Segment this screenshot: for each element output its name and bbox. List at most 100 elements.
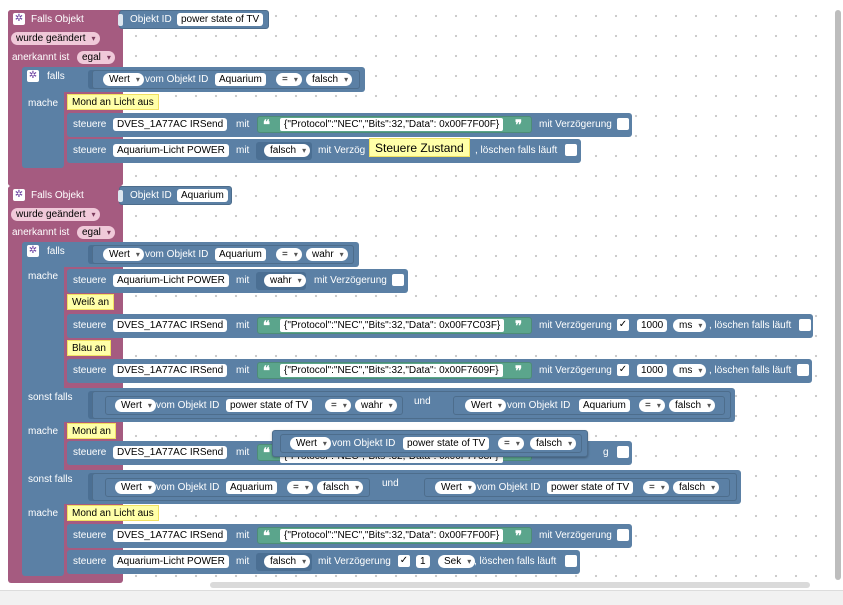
steuere-label: steuere	[73, 320, 107, 331]
value-dropdown[interactable]: falsch	[264, 144, 311, 157]
clear-checkbox[interactable]	[565, 555, 577, 567]
operator-dropdown[interactable]: =	[325, 399, 351, 412]
target-field[interactable]: Aquarium-Licht POWER	[113, 274, 229, 287]
value-dropdown[interactable]: wahr	[264, 274, 306, 287]
object-field[interactable]: power state of TV	[226, 399, 313, 412]
quote-open-icon: ❝	[263, 363, 270, 378]
delay-checkbox[interactable]	[617, 446, 629, 458]
value-dropdown[interactable]: falsch	[530, 437, 577, 450]
und-label: und	[414, 396, 431, 407]
value-dropdown[interactable]: falsch	[673, 481, 720, 494]
text-field[interactable]: {"Protocol":"NEC","Bits":32,"Data": 0x00…	[280, 529, 504, 542]
comment-block[interactable]: Weiß an	[67, 294, 115, 310]
value-dropdown[interactable]: falsch	[264, 555, 311, 568]
trigger-dropdown[interactable]: wurde geändert	[11, 208, 100, 221]
gear-icon[interactable]: ✲	[27, 245, 39, 257]
horizontal-scrollbar[interactable]	[210, 582, 810, 588]
comment-block[interactable]: Blau an	[67, 340, 111, 356]
object-field[interactable]: Aquarium	[579, 399, 630, 412]
delay-field[interactable]: 1000	[637, 319, 668, 332]
delay-checkbox[interactable]	[392, 274, 404, 286]
steuere-label: steuere	[73, 447, 107, 458]
comment-block[interactable]: Mond an Licht aus	[67, 94, 159, 110]
unit-dropdown[interactable]: Sek	[438, 555, 476, 568]
vertical-scrollbar[interactable]	[835, 10, 841, 580]
objekt-id-field[interactable]: power state of TV	[177, 13, 264, 26]
clear-checkbox[interactable]	[797, 364, 809, 376]
loeschen-label: , löschen falls läuft	[709, 320, 792, 331]
target-field[interactable]: Aquarium-Licht POWER	[113, 144, 229, 157]
delay-checkbox[interactable]	[565, 144, 577, 156]
value-dropdown[interactable]: falsch	[306, 73, 353, 86]
text-block[interactable]: ❝ {"Protocol":"NEC","Bits":32,"Data": 0x0…	[257, 362, 532, 379]
unit-dropdown[interactable]: ms	[673, 364, 707, 377]
delay-checkbox[interactable]: ✓	[617, 319, 629, 331]
comment-block[interactable]: Mond an	[67, 423, 116, 439]
steuere-label: steuere	[73, 275, 107, 286]
text-block[interactable]: ❝{"Protocol":"NEC","Bits":32,"Data": 0x0…	[257, 116, 532, 133]
value-dropdown[interactable]: falsch	[669, 399, 716, 412]
wert-dropdown[interactable]: Wert	[103, 248, 144, 261]
object-field[interactable]: Aquarium	[215, 73, 266, 86]
bottom-bar	[0, 590, 843, 605]
delay-checkbox[interactable]: ✓	[398, 555, 410, 567]
delay-checkbox[interactable]	[617, 529, 629, 541]
wert-dropdown[interactable]: Wert	[465, 399, 506, 412]
gear-icon[interactable]: ✲	[13, 13, 25, 25]
falls-label: falls	[47, 71, 65, 82]
value-dropdown[interactable]: falsch	[317, 481, 364, 494]
text-block[interactable]: ❝ {"Protocol":"NEC","Bits":32,"Data": 0x0…	[257, 317, 532, 334]
wert-dropdown[interactable]: Wert	[115, 399, 156, 412]
operator-dropdown[interactable]: =	[287, 481, 313, 494]
mit-label: mit	[236, 145, 250, 156]
value-dropdown[interactable]: wahr	[306, 248, 348, 261]
text-field[interactable]: {"Protocol":"NEC","Bits":32,"Data": 0x00…	[280, 364, 503, 377]
delay-field[interactable]: 1	[416, 555, 430, 568]
gear-icon[interactable]: ✲	[27, 70, 39, 82]
clear-checkbox[interactable]	[799, 319, 811, 331]
falls-label: falls	[47, 246, 65, 257]
operator-dropdown[interactable]: =	[276, 248, 302, 261]
wert-dropdown[interactable]: Wert	[290, 437, 331, 450]
target-field[interactable]: DVES_1A77AC IRSend	[113, 118, 228, 131]
target-field[interactable]: Aquarium-Licht POWER	[113, 555, 229, 568]
unit-dropdown[interactable]: ms	[673, 319, 707, 332]
text-block[interactable]: ❝{"Protocol":"NEC","Bits":32,"Data": 0x0…	[257, 527, 532, 544]
trigger-dropdown[interactable]: wurde geändert	[11, 32, 100, 45]
wert-dropdown[interactable]: Wert	[115, 481, 156, 494]
operator-dropdown[interactable]: =	[276, 73, 302, 86]
object-field[interactable]: Aquarium	[226, 481, 277, 494]
value-dropdown[interactable]: wahr	[355, 399, 397, 412]
text-field[interactable]: {"Protocol":"NEC","Bits":32,"Data": 0x00…	[280, 319, 505, 332]
target-field[interactable]: DVES_1A77AC IRSend	[113, 319, 228, 332]
quote-open-icon: ❝	[263, 318, 270, 333]
objekt-id-field[interactable]: Aquarium	[177, 189, 228, 202]
operator-dropdown[interactable]: =	[643, 481, 669, 494]
quote-close-icon: ❞	[515, 528, 522, 543]
target-field[interactable]: DVES_1A77AC IRSend	[113, 529, 228, 542]
loeschen-label: , löschen falls läuft	[709, 365, 792, 376]
target-field[interactable]: DVES_1A77AC IRSend	[113, 364, 228, 377]
mit-label: mit	[236, 530, 250, 541]
delay-field[interactable]: 1000	[637, 364, 668, 377]
ack-dropdown[interactable]: egal	[77, 226, 115, 239]
operator-dropdown[interactable]: =	[639, 399, 665, 412]
delay-checkbox[interactable]	[617, 118, 629, 130]
loeschen-label: , löschen falls läuft	[475, 145, 558, 156]
mit-label: mit	[236, 365, 250, 376]
gear-icon[interactable]: ✲	[13, 189, 25, 201]
object-field[interactable]: power state of TV	[403, 437, 490, 450]
object-field[interactable]: power state of TV	[547, 481, 634, 494]
target-field[interactable]: DVES_1A77AC IRSend	[113, 446, 228, 459]
vom-objekt-id-label: vom Objekt ID	[156, 400, 220, 411]
mit-label: mit	[236, 275, 250, 286]
comment-block[interactable]: Mond an Licht aus	[67, 505, 159, 521]
ack-dropdown[interactable]: egal	[77, 51, 115, 64]
wert-dropdown[interactable]: Wert	[435, 481, 476, 494]
delay-checkbox[interactable]: ✓	[617, 364, 629, 376]
object-field[interactable]: Aquarium	[215, 248, 266, 261]
operator-dropdown[interactable]: =	[498, 437, 524, 450]
tooltip: Steuere Zustand	[369, 138, 470, 157]
wert-dropdown[interactable]: Wert	[103, 73, 144, 86]
text-field[interactable]: {"Protocol":"NEC","Bits":32,"Data": 0x00…	[280, 118, 504, 131]
